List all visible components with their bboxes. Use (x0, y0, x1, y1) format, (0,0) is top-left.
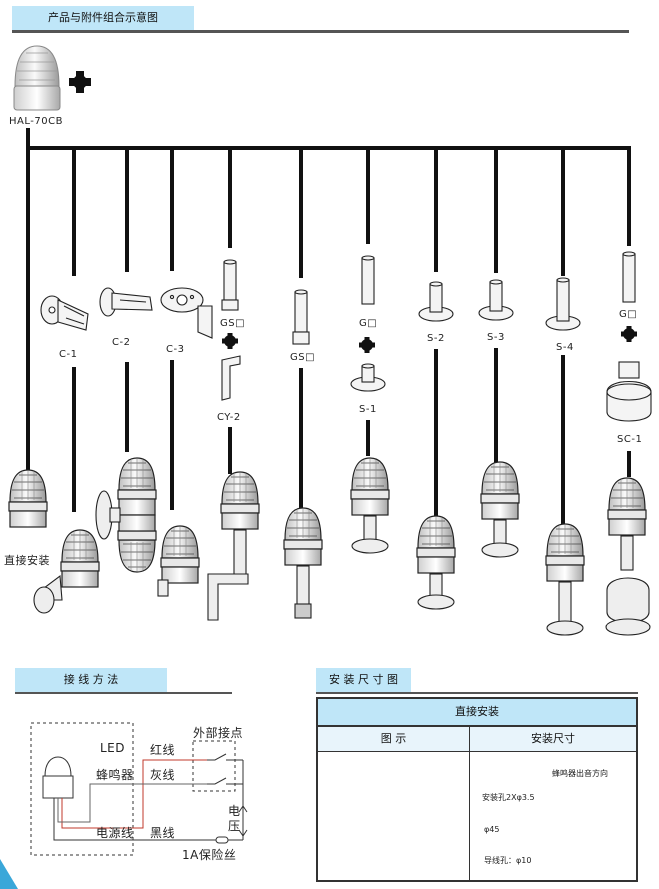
label-g-a: G□ (359, 318, 378, 329)
label-s3: S-3 (487, 332, 505, 343)
label-g-b: G□ (619, 309, 638, 320)
accessory-c2-image (99, 287, 153, 317)
wiring-led: LED (100, 741, 126, 755)
label-cy2: CY-2 (217, 412, 241, 423)
accessory-c1-image (40, 295, 89, 331)
dimension-table: 直接安装 图 示 安装尺寸 (316, 697, 638, 882)
lamp-c2-assembly (95, 457, 157, 573)
label-c3: C-3 (166, 344, 185, 355)
wiring-voltage: 电压 (228, 804, 241, 833)
wiring-section-rule (15, 692, 232, 694)
dimension-section-title: 安 装 尺 寸 图 (316, 668, 411, 692)
wiring-gray-wire: 灰线 (150, 768, 176, 782)
dimension-table-header: 直接安装 (318, 699, 636, 727)
wiring-fuse: 1A保险丝 (182, 848, 237, 862)
combo-section-rule (12, 30, 629, 33)
plus-icon (222, 333, 238, 349)
accessory-c3-image (160, 287, 213, 339)
dim-buzzer-direction: 蜂鸣器出音方向 (552, 769, 608, 778)
accessory-s4-image (545, 277, 581, 331)
dimension-table-col-image: 图 示 (318, 727, 469, 752)
label-s4: S-4 (556, 342, 574, 353)
lamp-s2-assembly (416, 515, 456, 610)
dim-wire-hole: 导线孔：φ10 (484, 856, 532, 865)
label-c2: C-2 (112, 337, 131, 348)
lamp-s4-assembly (545, 523, 585, 636)
lamp-cy2-assembly (207, 471, 260, 621)
combo-section-title: 产品与附件组合示意图 (12, 6, 194, 30)
corner-accent (0, 859, 18, 889)
wiring-black-wire: 黑线 (150, 826, 176, 840)
product-lamp-image (13, 45, 61, 111)
dimension-table-divider (469, 727, 470, 880)
product-model-label: HAL-70CB (9, 116, 63, 127)
label-sc1: SC-1 (617, 434, 643, 445)
lamp-direct-mount (8, 469, 48, 528)
accessory-gs-tube-a-image (221, 259, 239, 311)
connection-tree (26, 128, 631, 524)
accessory-g-tube-a-image (361, 255, 375, 305)
wiring-red-wire: 红线 (150, 743, 176, 757)
accessory-gs-tube-b-image (292, 289, 310, 345)
accessory-s3-image (478, 279, 514, 321)
label-gs-a: GS□ (220, 318, 246, 329)
wiring-power-wire: 电源线 (96, 826, 134, 840)
plus-icon (621, 326, 637, 342)
plus-icon (359, 337, 375, 353)
label-c1: C-1 (59, 349, 78, 360)
lamp-sc1-assembly (605, 477, 651, 636)
lamp-s3-assembly (480, 461, 520, 558)
label-s2: S-2 (427, 333, 445, 344)
accessory-cy2-image (221, 355, 241, 401)
label-direct-mount: 直接安装 (4, 554, 50, 567)
wiring-buzzer: 蜂鸣器 (96, 768, 134, 782)
dim-mount-hole: 安装孔2Xφ3.5 (482, 793, 535, 802)
lamp-s1-assembly (350, 457, 390, 554)
wiring-section-title: 接 线 方 法 (15, 668, 167, 692)
plus-icon (69, 71, 91, 93)
dim-diameter: φ45 (484, 825, 500, 834)
accessory-s1-image (350, 363, 386, 392)
lamp-c1-assembly (33, 529, 100, 614)
accessory-sc1-image (606, 361, 652, 422)
lamp-gs-assembly (283, 507, 323, 619)
accessory-s2-image (418, 281, 454, 322)
dimension-table-col-size: 安装尺寸 (470, 727, 636, 752)
accessory-g-tube-b-image (622, 251, 636, 303)
dimension-section-rule (316, 692, 638, 694)
label-gs-b: GS□ (290, 352, 316, 363)
lamp-c3-assembly (157, 525, 200, 597)
wiring-diagram (30, 722, 248, 856)
wiring-external-contact: 外部接点 (193, 726, 244, 740)
label-s1: S-1 (359, 404, 377, 415)
